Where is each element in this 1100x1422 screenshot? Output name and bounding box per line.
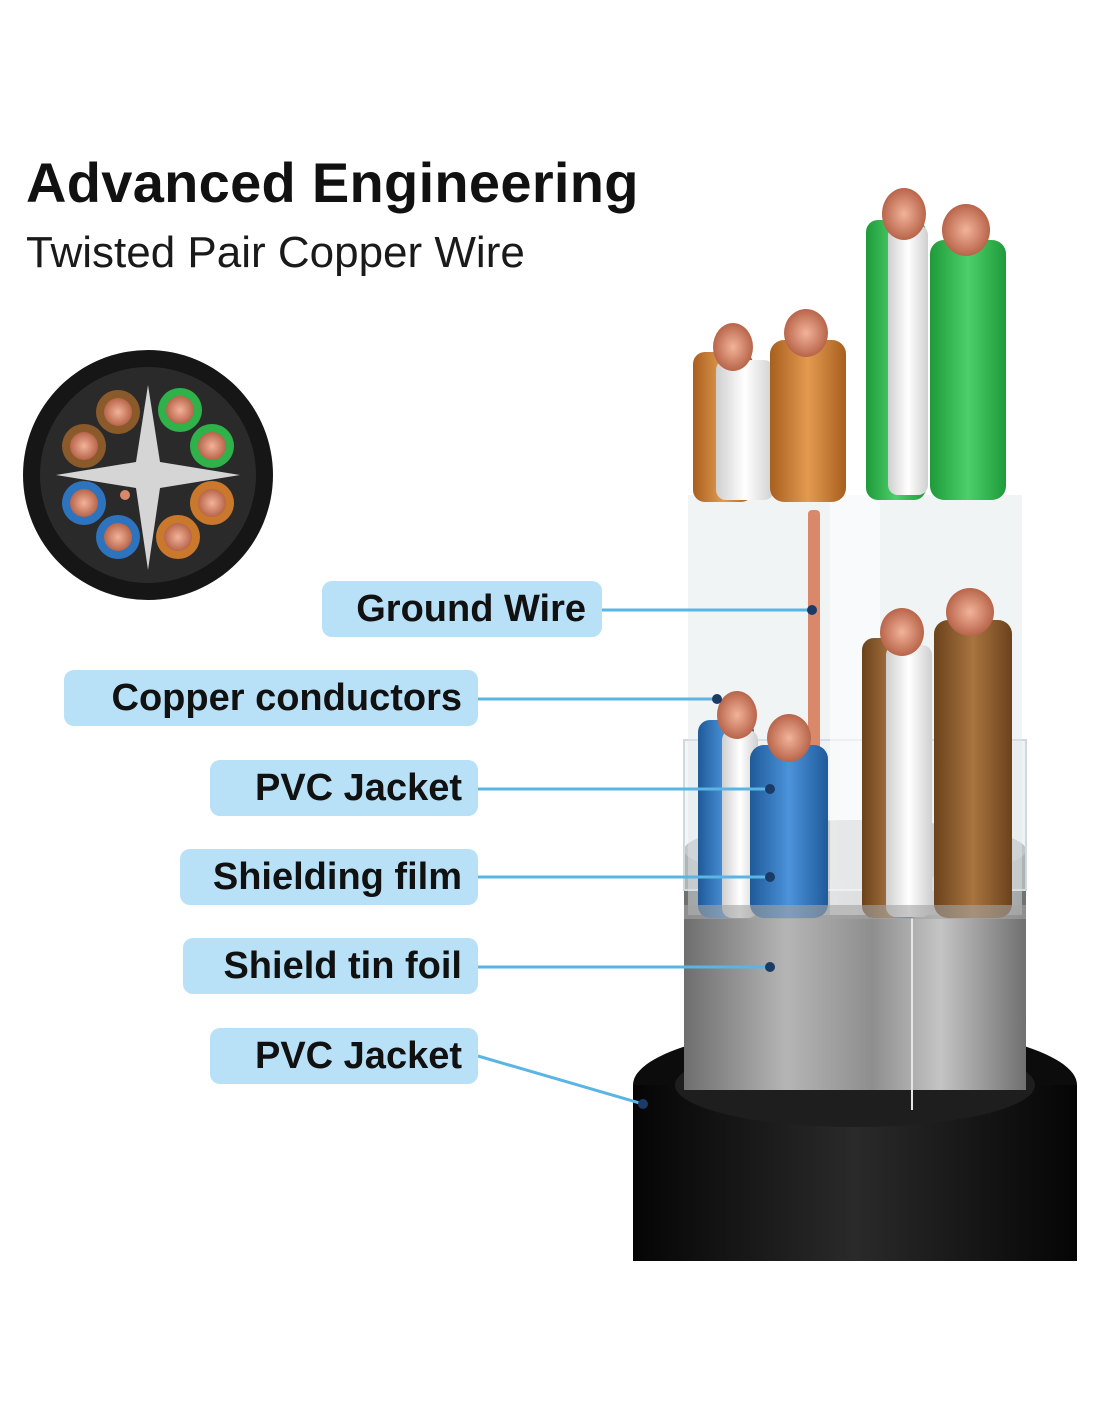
label-copper-conductors: Copper conductors — [64, 670, 478, 726]
cable-body — [633, 188, 1077, 1261]
label-pvc-jacket-outer: PVC Jacket — [210, 1028, 478, 1084]
page-subtitle: Twisted Pair Copper Wire — [26, 228, 525, 277]
page-title: Advanced Engineering — [26, 151, 639, 214]
cross-section-diagram — [23, 350, 273, 600]
label-ground-wire: Ground Wire — [322, 581, 602, 637]
label-pvc-jacket-inner: PVC Jacket — [210, 760, 478, 816]
label-shield-tin-foil: Shield tin foil — [183, 938, 478, 994]
leader-pvc-jacket-outer — [477, 1054, 644, 1106]
label-shielding-film: Shielding film — [180, 849, 478, 905]
